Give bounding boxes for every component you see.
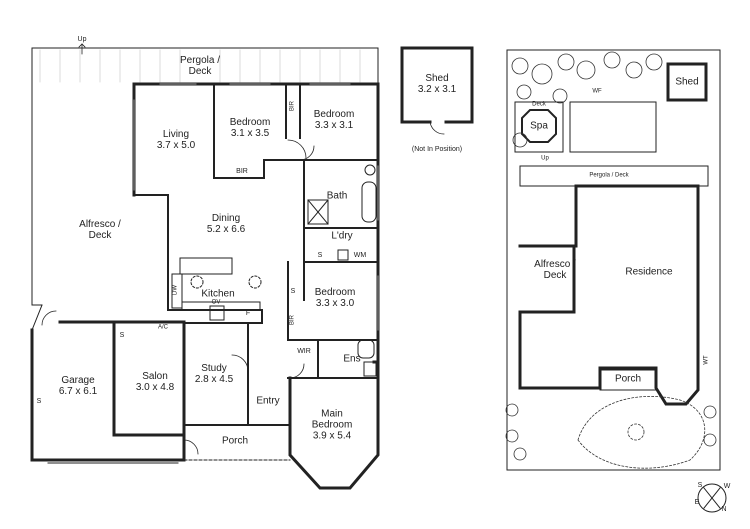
site-boundary — [506, 49, 721, 471]
kitchen-fittings — [171, 257, 262, 321]
bir-label-top: BIR — [289, 100, 296, 112]
bath-fittings — [307, 164, 377, 377]
bath-label: Bath — [326, 190, 348, 202]
up-arrow — [78, 43, 86, 55]
site-up-label: Up — [541, 155, 549, 162]
fridge-label: F — [245, 310, 251, 317]
windows — [133, 83, 379, 331]
compass-s: S — [697, 482, 703, 489]
site-alfresco-label: Alfresco /Deck — [534, 259, 576, 281]
compass-e: E — [694, 499, 700, 506]
site-residence — [518, 184, 700, 406]
site-wf-label: WF — [592, 88, 602, 95]
compass-rose — [697, 483, 727, 513]
compass-n: N — [721, 506, 727, 513]
shed-door — [429, 121, 445, 135]
garage-storage-label: S — [36, 398, 42, 405]
bir-label-mid: BIR — [236, 168, 248, 175]
site-spa-deck — [514, 101, 657, 153]
shed-note: (Not In Position) — [411, 146, 463, 153]
wir-label: WIR — [297, 348, 311, 355]
entry-label: Entry — [256, 395, 280, 407]
site-trees — [505, 51, 717, 461]
site-porch — [599, 369, 657, 391]
oven-label: OV — [211, 299, 221, 306]
laundry-label: L'dry — [331, 230, 353, 242]
laundry-storage-label: S — [317, 252, 323, 259]
site-porch-label: Porch — [614, 373, 642, 385]
site-pergola-label: Pergola / Deck — [589, 172, 629, 179]
salon-storage-label: S — [119, 332, 125, 339]
porch-label: Porch — [221, 435, 249, 447]
site-spa-label: Spa — [530, 120, 548, 132]
site-deck-label: Deck — [532, 101, 546, 108]
alfresco-label: Alfresco /Deck — [79, 219, 121, 241]
site-residence-label: Residence — [625, 266, 673, 278]
site-shed-label: Shed — [675, 76, 699, 88]
dishwasher-label: DW — [172, 285, 179, 295]
kitchen-label: Kitchen — [201, 288, 235, 300]
site-garden — [577, 396, 706, 469]
bir-label-lower: BIR — [289, 314, 296, 326]
ensuite-label: Ens — [343, 353, 361, 365]
site-shed — [666, 62, 708, 102]
bedroom-c-storage-label: S — [290, 288, 296, 295]
compass-w: W — [723, 483, 731, 490]
pergola-hatch — [39, 49, 361, 83]
pergola-up-label: Up — [77, 36, 87, 43]
shed-outline — [400, 46, 474, 124]
ac-label: A/C — [157, 324, 169, 331]
washing-machine-label: WM — [353, 252, 367, 259]
site-wt-label: WT — [703, 355, 710, 365]
pergola-label: Pergola /Deck — [179, 55, 221, 77]
